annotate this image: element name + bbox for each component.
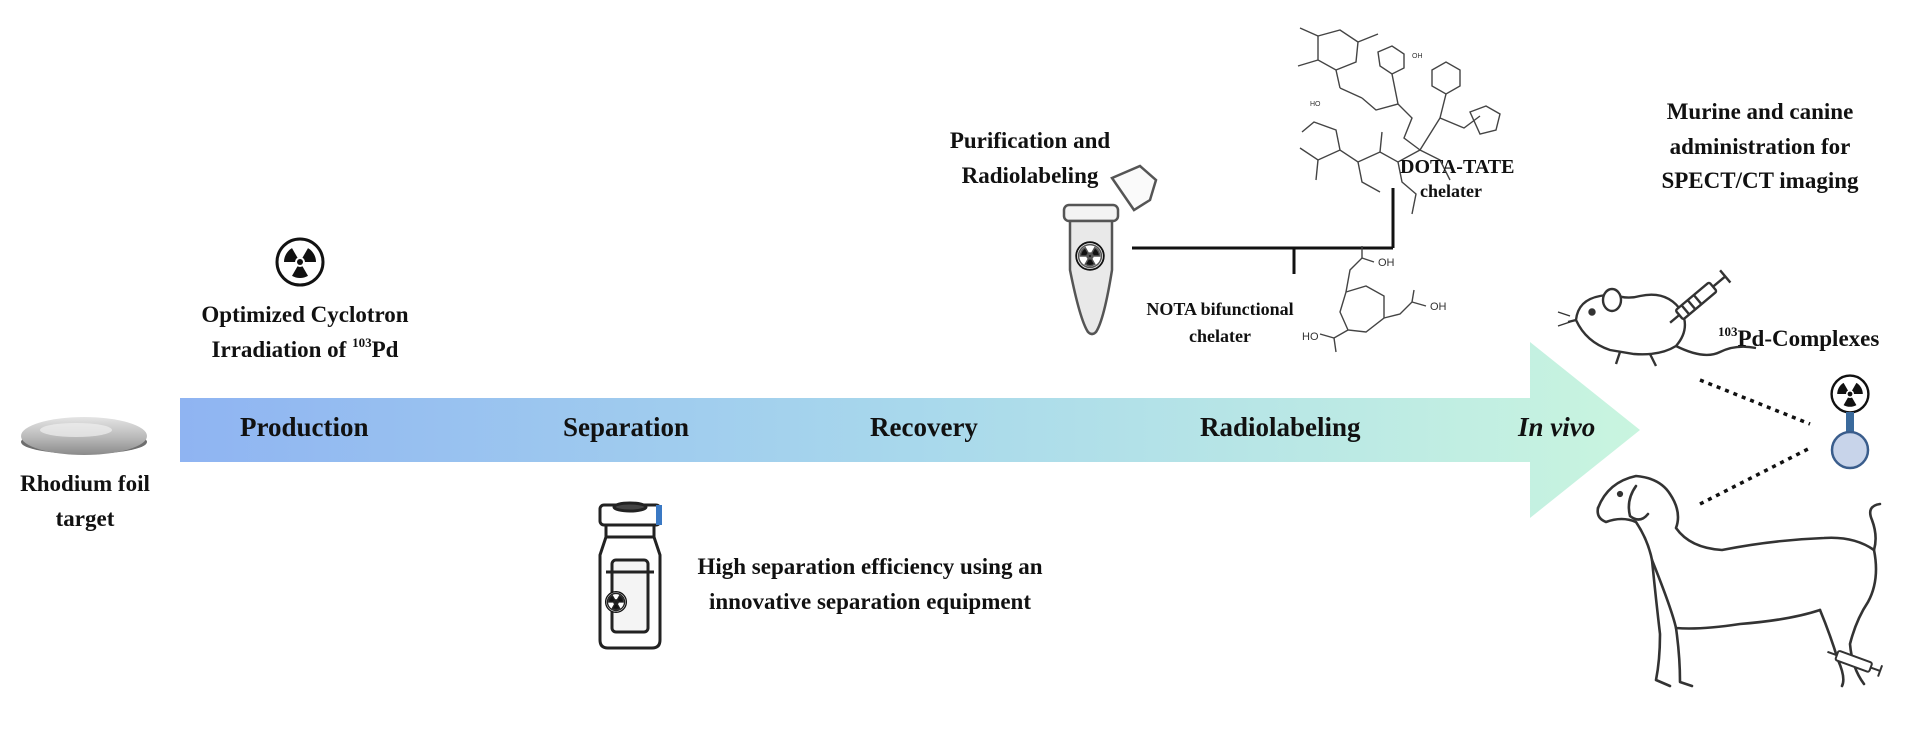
production-label-prefix: Irradiation of xyxy=(211,336,353,362)
radiation-icon xyxy=(275,237,325,287)
stage-recovery: Recovery xyxy=(870,412,978,442)
stage-separation: Separation xyxy=(563,412,690,442)
nota-structure xyxy=(1319,246,1427,353)
stage-production: Production xyxy=(240,412,369,442)
nota-ho: HO xyxy=(1302,331,1319,343)
production-label-line1: Optimized Cyclotron xyxy=(201,302,409,327)
syringe-icon-dog xyxy=(1827,650,1884,677)
dotted-connectors xyxy=(1699,378,1811,506)
isotope-mass: 103 xyxy=(352,334,372,350)
purification-label-line2: Radiolabeling xyxy=(961,162,1099,188)
dota-label-name: DOTA-TATE xyxy=(1400,156,1515,178)
dota-tate-structure xyxy=(1297,27,1501,215)
nota-label: NOTA bifunctional chelater xyxy=(1130,296,1310,350)
administration-label: Murine and canine administration for SPE… xyxy=(1640,95,1880,199)
linker-lines xyxy=(1132,188,1395,274)
vial-icon xyxy=(598,501,662,650)
rhodium-foil-disc xyxy=(21,417,147,455)
dota-oh: OH xyxy=(1412,53,1423,60)
complexes-text: Pd-Complexes xyxy=(1737,326,1880,351)
administration-label-line2: administration for xyxy=(1669,133,1851,159)
purification-label-line1: Purification and xyxy=(949,128,1111,153)
separation-note: High separation efficiency using an inno… xyxy=(680,550,1060,619)
dota-label-sub: chelater xyxy=(1420,181,1482,201)
radiolabeled-probe-icon xyxy=(1830,374,1870,470)
administration-label-line3: SPECT/CT imaging xyxy=(1661,168,1859,193)
stage-radiolabeling: Radiolabeling xyxy=(1200,412,1361,442)
nota-oh-2: OH xyxy=(1430,301,1447,313)
complexes-mass: 103 xyxy=(1718,324,1738,339)
administration-label-line1: Murine and canine xyxy=(1666,99,1854,124)
target-label: Rhodium foil target xyxy=(10,467,160,536)
purification-label: Purification and Radiolabeling xyxy=(925,124,1135,193)
production-label: Optimized Cyclotron Irradiation of 103Pd xyxy=(175,298,435,367)
complexes-label: 103Pd-Complexes xyxy=(1718,322,1908,357)
process-arrow xyxy=(180,342,1640,518)
eppendorf-tube-icon xyxy=(1062,164,1158,336)
stage-in-vivo: In vivo xyxy=(1518,412,1596,442)
isotope-element: Pd xyxy=(371,336,399,362)
dota-ho: HO xyxy=(1310,101,1321,108)
syringe-icon xyxy=(1669,269,1732,324)
nota-label-line2: chelater xyxy=(1189,326,1251,346)
target-label-line1: Rhodium foil xyxy=(20,471,150,496)
separation-note-line1: High separation efficiency using an xyxy=(697,554,1043,579)
separation-note-line2: innovative separation equipment xyxy=(708,588,1032,614)
target-label-line2: target xyxy=(55,505,115,531)
production-label-line2: Irradiation of 103Pd xyxy=(175,333,435,368)
nota-label-line1: NOTA bifunctional xyxy=(1146,299,1294,319)
dota-label: DOTA-TATE chelater xyxy=(1400,154,1530,203)
nota-oh-1: OH xyxy=(1378,257,1395,269)
